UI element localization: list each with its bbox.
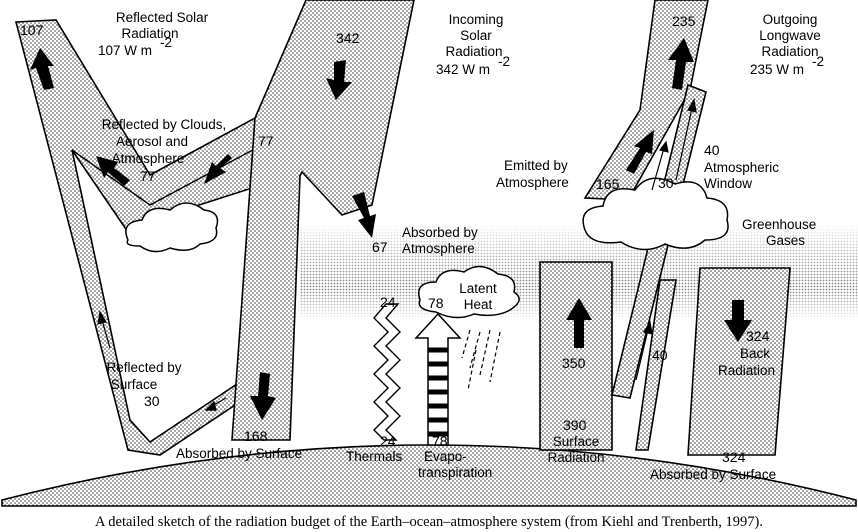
value-evapo-78: 78: [432, 433, 448, 449]
label-reflected-solar-2: Radiation: [121, 26, 178, 41]
label-reflected-solar-1: Reflected Solar: [116, 10, 209, 25]
value-absorbed-324: 324: [722, 449, 746, 465]
rain-streaks: [461, 329, 501, 391]
labels: Reflected Solar Radiation 107 W m -2 Inc…: [98, 10, 824, 482]
arrow-up-107: [30, 48, 54, 90]
value-emitted-165: 165: [596, 176, 620, 192]
cloud-right: [582, 177, 729, 251]
label-emitted-1: Emitted by: [504, 158, 568, 173]
back-radiation-band: [687, 267, 791, 456]
label-clouds-2: Aerosol and: [116, 134, 188, 149]
value-window-40-low: 40: [652, 347, 668, 363]
label-thermals: Thermals: [346, 449, 403, 464]
label-refl-surface-1: Reflected by: [106, 360, 181, 375]
arrow-up-right-165: [626, 130, 654, 174]
label-incoming-3: Radiation: [445, 44, 502, 59]
label-back-1: Back: [740, 346, 770, 361]
value-window-30: 30: [658, 175, 674, 191]
arrow-down-left-77: [204, 154, 232, 184]
flow-arrows: [30, 38, 752, 420]
label-surface-rad-2: Radiation: [547, 450, 604, 465]
incoming-solar-band: [231, 0, 415, 441]
value-clouds-77a: 77: [258, 133, 274, 149]
earth-surface: [1, 444, 857, 507]
values: 107 342 235 77 77 165 30 40 67 24 78 350…: [20, 13, 770, 465]
label-evapo-1: Evapo-: [424, 449, 467, 464]
label-outgoing-3: Radiation: [761, 44, 818, 59]
arrow-down-324: [724, 300, 752, 342]
label-unit-exp-2: -2: [498, 54, 510, 69]
thin-arrows: [97, 98, 697, 411]
thermals-zigzag: [373, 303, 401, 441]
label-absorbed-atm-2: Atmosphere: [402, 241, 475, 256]
label-emitted-2: Atmosphere: [496, 175, 569, 190]
arrow-up-350: [566, 298, 592, 348]
label-window-2: Window: [704, 176, 752, 191]
arrow-down-67: [352, 192, 376, 238]
label-outgoing-2: Longwave: [759, 28, 821, 43]
label-clouds-3: Atmosphere: [112, 151, 185, 166]
value-surface-350: 350: [562, 355, 586, 371]
value-reflected-107: 107: [20, 22, 44, 38]
label-greenhouse-1: Greenhouse: [742, 217, 816, 232]
label-back-2: Radiation: [718, 363, 775, 378]
figure-caption: A detailed sketch of the radiation budge…: [95, 514, 763, 530]
label-absorbed-surface-left: Absorbed by Surface: [176, 446, 302, 461]
label-outgoing-1: Outgoing: [763, 12, 818, 27]
label-window-1: Atmospheric: [704, 160, 779, 175]
value-absorbed-67: 67: [372, 239, 388, 255]
label-absorbed-atm-1: Absorbed by: [402, 225, 478, 240]
label-unit-exp-1: -2: [160, 35, 172, 50]
value-latent-78-top: 78: [428, 295, 444, 311]
label-outgoing-4: 235 W m: [750, 62, 804, 77]
cloud-latent: [418, 265, 520, 319]
label-refl-surface-2: Surface: [111, 377, 158, 392]
label-latent-1: Latent: [459, 281, 497, 296]
value-thermals-24-top: 24: [380, 294, 396, 310]
arrow-up-235: [668, 38, 694, 90]
arrow-down-168: [250, 372, 276, 420]
value-window-40: 40: [704, 142, 720, 158]
label-incoming-2: Solar: [460, 28, 492, 43]
label-latent-2: Heat: [464, 297, 493, 312]
value-absorbed-168: 168: [244, 428, 268, 444]
surface-radiation-band: [539, 261, 613, 451]
label-absorbed-surface-right: Absorbed by Surface: [650, 467, 776, 482]
label-evapo-2: transpiration: [418, 465, 492, 480]
value-outgoing-235: 235: [672, 13, 696, 29]
value-refl-surface-30: 30: [144, 393, 160, 409]
value-clouds-77b: 77: [140, 168, 156, 184]
label-unit-exp-3: -2: [812, 54, 824, 69]
label-reflected-solar-3: 107 W m: [98, 43, 152, 58]
arrow-up-left-clouds: [96, 156, 130, 186]
value-surface-390: 390: [563, 417, 587, 433]
window-lower-band: [635, 279, 677, 451]
reflected-inner-v: [71, 144, 263, 206]
latent-heat-arrow: [414, 312, 462, 446]
label-incoming-1: Incoming: [449, 12, 504, 27]
value-incoming-342: 342: [336, 30, 360, 46]
arrow-down-342: [326, 60, 352, 100]
label-incoming-4: 342 W m: [436, 62, 490, 77]
cloud-left: [125, 202, 219, 253]
value-back-324: 324: [746, 328, 770, 344]
label-clouds-1: Reflected by Clouds,: [102, 117, 227, 132]
value-thermals-24: 24: [380, 433, 396, 449]
label-surface-rad-1: Surface: [553, 434, 600, 449]
label-greenhouse-2: Gases: [766, 233, 805, 248]
